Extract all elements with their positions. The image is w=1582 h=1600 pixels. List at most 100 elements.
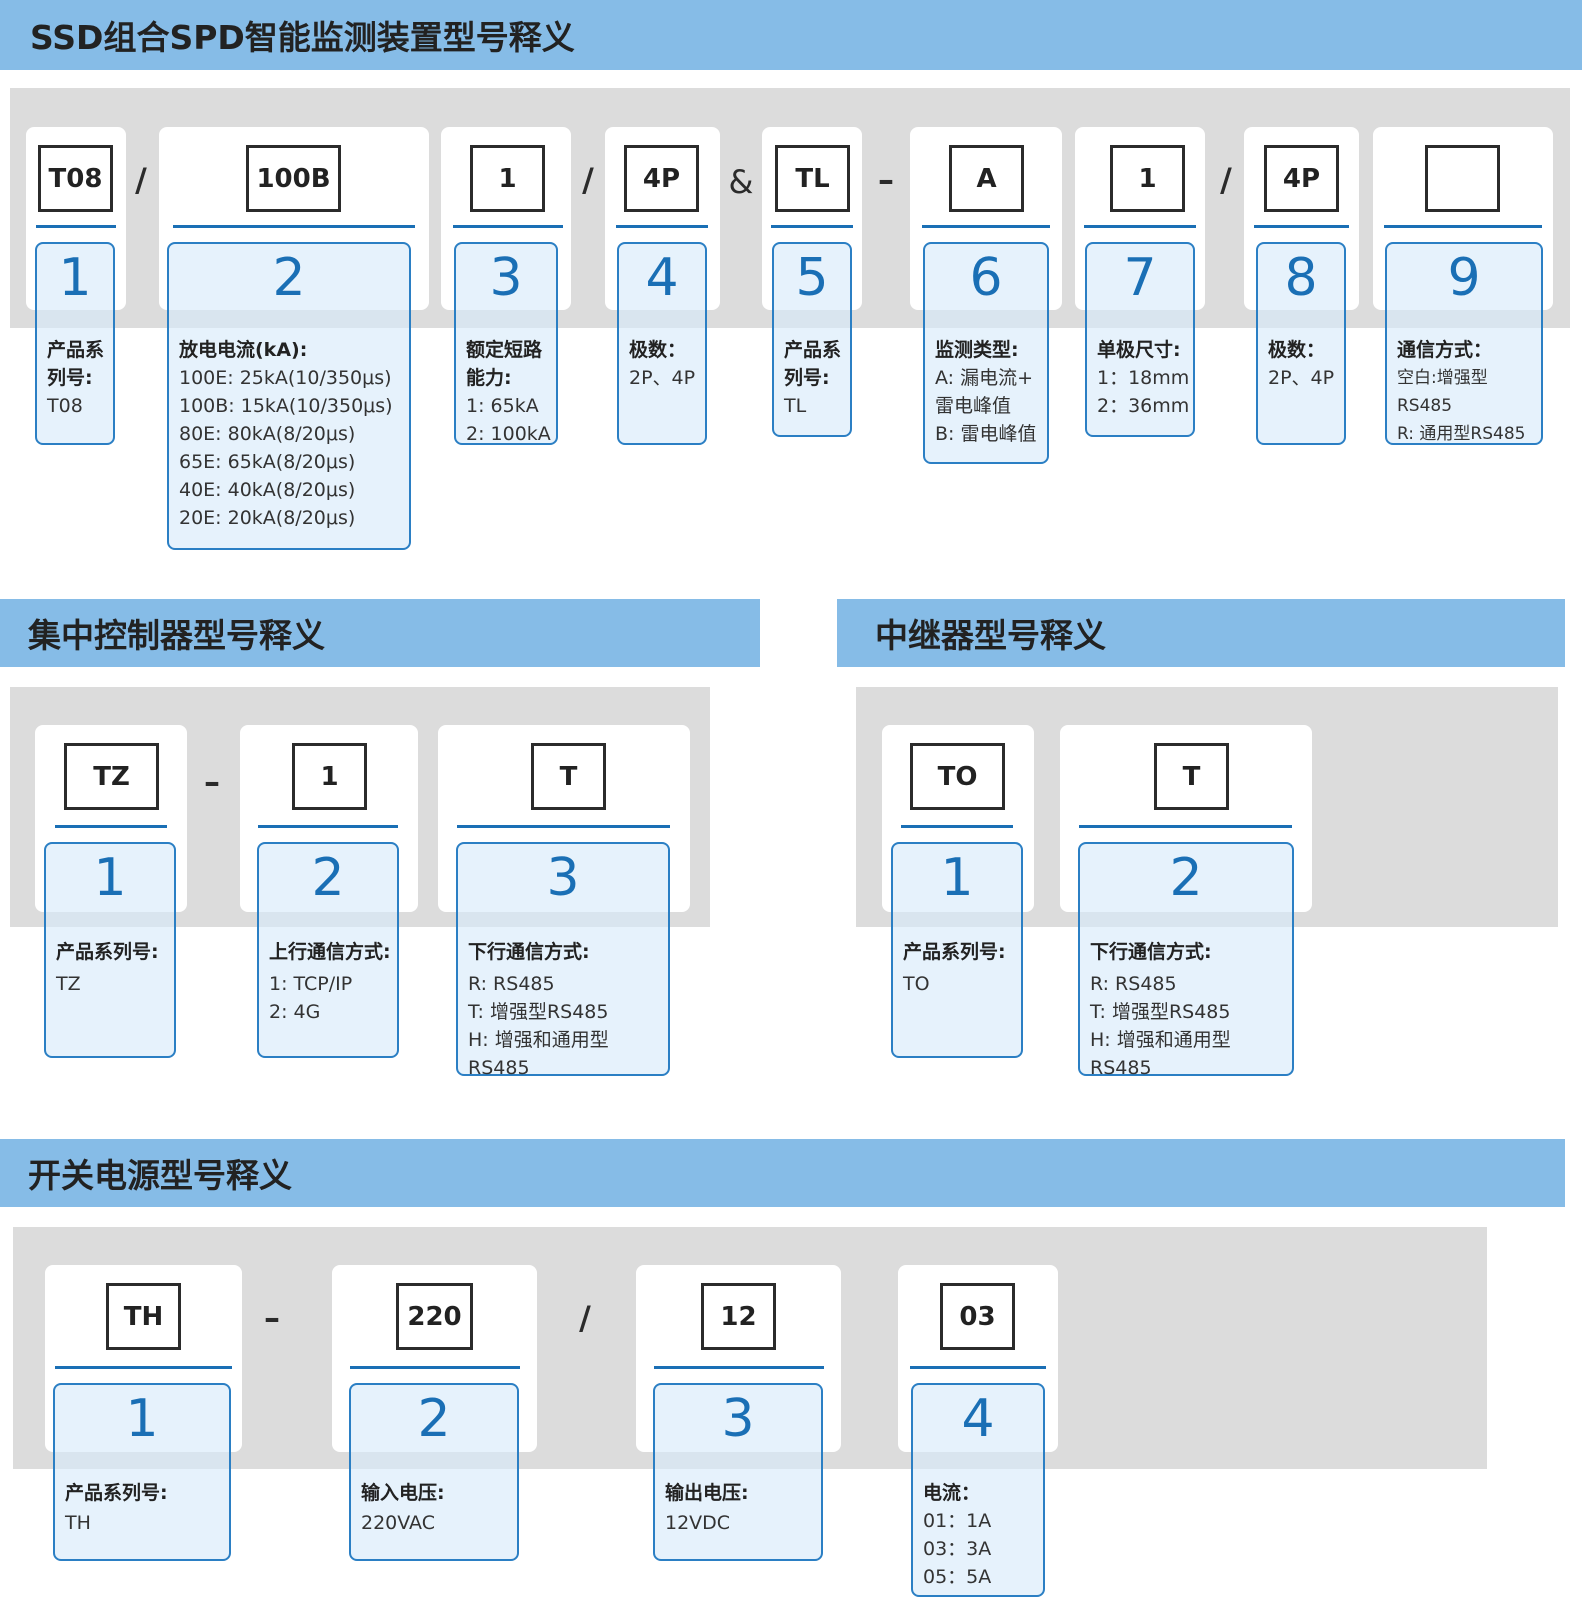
- ssd-underline-5: [771, 225, 853, 228]
- psu-desc-2: 2 输入电压:220VAC: [349, 1383, 519, 1561]
- repeater-code-box-2: T: [1154, 743, 1229, 810]
- ssd-item-label: 额定短路 能力:: [466, 339, 543, 389]
- controller-separator-dash: –: [204, 763, 220, 801]
- psu-section-header: 开关电源型号释义: [0, 1139, 1565, 1207]
- ssd-desc-3: 3 额定短路 能力: 1: 65kA 2: 100kA: [454, 242, 558, 445]
- ssd-item-values: T08: [47, 395, 83, 417]
- repeater-underline-1: [901, 825, 1013, 828]
- ssd-code-box-4: 4P: [624, 145, 699, 212]
- controller-underline-3: [457, 825, 670, 828]
- ssd-item-values: 空白:增强型RS485 R: 通用型RS485: [1397, 368, 1526, 444]
- psu-item-number: 3: [721, 1389, 755, 1449]
- psu-section-title: 开关电源型号释义: [28, 1156, 292, 1195]
- ssd-item-values: 100E: 25kA(10/350μs) 100B: 15kA(10/350μs…: [179, 367, 393, 529]
- ssd-item-number: 9: [1447, 248, 1481, 308]
- ssd-separator-slash: /: [582, 161, 594, 199]
- ssd-desc-4: 4 极数：2P、4P: [617, 242, 707, 445]
- ssd-underline-7: [1084, 225, 1196, 228]
- controller-item-number: 3: [546, 848, 580, 908]
- ssd-section-header: SSD组合SPD智能监测装置型号释义: [0, 0, 1582, 70]
- controller-item-values: TZ: [56, 973, 81, 995]
- psu-item-number: 1: [125, 1389, 159, 1449]
- ssd-underline-2: [173, 225, 415, 228]
- psu-code-box-1: TH: [106, 1283, 181, 1350]
- repeater-item-label: 下行通信方式:: [1090, 941, 1212, 963]
- controller-desc-2: 2 上行通信方式: 1: TCP/IP 2: 4G: [257, 842, 399, 1058]
- ssd-item-label: 产品系 列号:: [784, 339, 842, 389]
- ssd-item-number: 5: [795, 248, 829, 308]
- ssd-underline-1: [36, 225, 116, 228]
- repeater-item-values: R: RS485 T: 增强型RS485 H: 增强和通用型RS485: [1090, 973, 1231, 1079]
- ssd-separator-slash: /: [1220, 161, 1232, 199]
- psu-code-box-4: 03: [940, 1283, 1015, 1350]
- controller-desc-1: 1 产品系列号:TZ: [44, 842, 176, 1058]
- ssd-item-label: 监测类型:: [935, 339, 1019, 361]
- psu-item-label: 输入电压:: [361, 1482, 445, 1504]
- ssd-desc-2: 2 放电电流(kA): 100E: 25kA(10/350μs) 100B: 15…: [167, 242, 411, 550]
- psu-separator-slash: /: [579, 1299, 591, 1337]
- ssd-item-values: TL: [784, 395, 807, 417]
- ssd-underline-4: [616, 225, 708, 228]
- psu-item-label: 产品系列号:: [65, 1482, 168, 1504]
- ssd-item-label: 单极尺寸:: [1097, 339, 1181, 361]
- repeater-section-header: 中继器型号释义: [837, 599, 1565, 667]
- ssd-item-label: 产品系 列号:: [47, 339, 105, 389]
- ssd-item-label: 通信方式：: [1397, 339, 1493, 361]
- ssd-item-number: 6: [969, 248, 1003, 308]
- ssd-desc-6: 6 监测类型: A: 漏电流+ 雷电峰值 B: 雷电峰值: [923, 242, 1049, 464]
- psu-code-box-3: 12: [701, 1283, 776, 1350]
- psu-underline-2: [350, 1366, 520, 1369]
- controller-item-label: 下行通信方式:: [468, 941, 590, 963]
- controller-code-box-2: 1: [292, 743, 367, 810]
- ssd-code-box-6: A: [949, 145, 1024, 212]
- controller-code-box-1: TZ: [64, 743, 159, 810]
- ssd-code-box-2: 100B: [246, 145, 341, 212]
- controller-code-box-3: T: [531, 743, 606, 810]
- ssd-item-number: 4: [645, 248, 679, 308]
- psu-item-label: 电流：: [923, 1482, 981, 1504]
- psu-item-values: TH: [65, 1512, 91, 1534]
- psu-item-label: 输出电压:: [665, 1482, 749, 1504]
- ssd-underline-3: [453, 225, 563, 228]
- controller-underline-1: [55, 825, 167, 828]
- ssd-item-label: 极数：: [1268, 339, 1326, 361]
- repeater-item-label: 产品系列号:: [903, 941, 1006, 963]
- repeater-item-values: TO: [903, 973, 930, 995]
- ssd-desc-8: 8 极数：2P、4P: [1256, 242, 1346, 445]
- ssd-item-number: 1: [58, 248, 92, 308]
- repeater-section-title: 中继器型号释义: [875, 616, 1106, 655]
- ssd-item-number: 2: [272, 248, 306, 308]
- controller-item-number: 2: [311, 848, 345, 908]
- psu-desc-4: 4 电流：01：1A 03：3A 05：5A: [911, 1383, 1045, 1597]
- ssd-item-values: 1：18mm 2：36mm: [1097, 367, 1190, 417]
- ssd-separator-ampersand: &: [728, 163, 754, 201]
- ssd-item-values: 2P、4P: [1268, 367, 1335, 389]
- repeater-item-number: 1: [940, 848, 974, 908]
- ssd-underline-9: [1384, 225, 1542, 228]
- ssd-item-values: 1: 65kA 2: 100kA: [466, 395, 551, 445]
- controller-item-label: 上行通信方式:: [269, 941, 391, 963]
- ssd-code-box-7: 1: [1110, 145, 1185, 212]
- psu-underline-1: [55, 1366, 232, 1369]
- controller-desc-3: 3 下行通信方式:R: RS485 T: 增强型RS485 H: 增强和通用型R…: [456, 842, 670, 1079]
- ssd-item-values: 2P、4P: [629, 367, 696, 389]
- ssd-code-box-5: TL: [775, 145, 850, 212]
- repeater-underline-2: [1079, 825, 1292, 828]
- ssd-desc-5: 5 产品系 列号: TL: [772, 242, 852, 437]
- controller-item-number: 1: [93, 848, 127, 908]
- ssd-underline-8: [1254, 225, 1349, 228]
- ssd-separator-slash: /: [135, 161, 147, 199]
- ssd-code-box-1: T08: [38, 145, 113, 212]
- repeater-code-box-1: TO: [910, 743, 1005, 810]
- ssd-desc-9: 9 通信方式： 空白:增强型RS485 R: 通用型RS485: [1385, 242, 1543, 445]
- controller-item-values: 1: TCP/IP 2: 4G: [269, 973, 353, 1023]
- ssd-desc-1: 1 产品系 列号: T08: [35, 242, 115, 445]
- psu-item-values: 01：1A 03：3A 05：5A: [923, 1510, 992, 1588]
- ssd-item-number: 7: [1123, 248, 1157, 308]
- ssd-item-number: 3: [489, 248, 523, 308]
- ssd-code-box-9: [1425, 145, 1500, 212]
- psu-item-values: 12VDC: [665, 1512, 731, 1534]
- ssd-item-label: 放电电流(kA):: [179, 339, 308, 361]
- ssd-item-values: A: 漏电流+ 雷电峰值 B: 雷电峰值: [935, 367, 1037, 445]
- ssd-code-box-8: 4P: [1264, 145, 1339, 212]
